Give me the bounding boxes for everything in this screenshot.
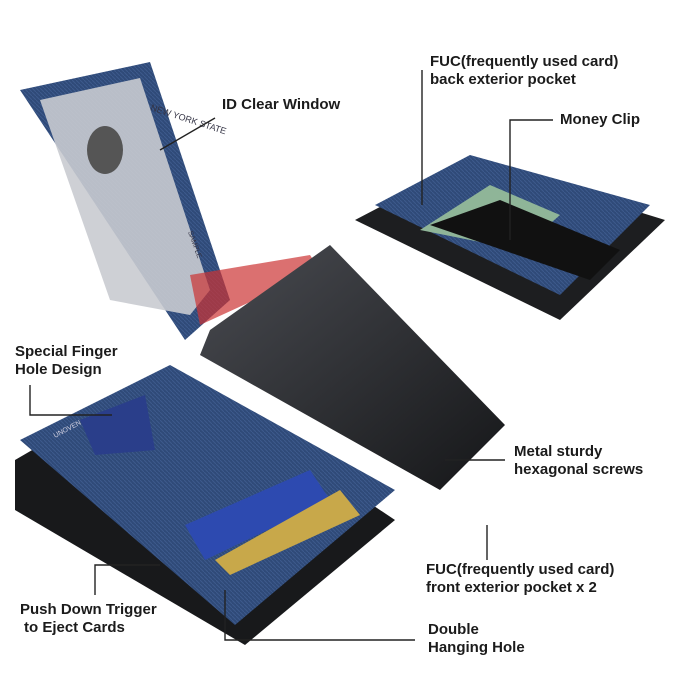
callout-lines <box>29 70 553 641</box>
front-wallet: UNOVEN <box>15 365 395 645</box>
label-text: ID Clear Window <box>222 96 341 113</box>
label-text: Push Down Trigger <box>20 601 157 618</box>
label-text: Special Finger <box>15 343 118 360</box>
label-hanging-hole: Double Hanging Hole <box>428 621 525 657</box>
label-screws: Metal sturdy hexagonal screws <box>514 443 643 479</box>
label-text: Money Clip <box>560 111 641 128</box>
label-text: Double <box>428 621 479 638</box>
label-text: to Eject Cards <box>24 619 125 636</box>
label-id-window: ID Clear Window <box>222 96 340 114</box>
label-finger-hole: Special Finger Hole Design <box>15 343 118 379</box>
label-text: FUC(frequently used card) <box>430 53 619 70</box>
label-text: front exterior pocket x 2 <box>426 579 597 596</box>
label-front-pocket: FUC(frequently used card) front exterior… <box>426 561 614 597</box>
back-wallet <box>355 155 665 320</box>
label-back-pocket: FUC(frequently used card) back exterior … <box>430 53 618 89</box>
metal-plate <box>200 245 505 490</box>
label-money-clip: Money Clip <box>560 111 640 129</box>
label-trigger: Push Down Trigger to Eject Cards <box>20 601 157 637</box>
label-text: Hanging Hole <box>428 639 525 656</box>
label-text: FUC(frequently used card) <box>426 561 615 578</box>
label-text: hexagonal screws <box>514 461 644 478</box>
label-text: Hole Design <box>15 361 102 378</box>
label-text: Metal sturdy <box>514 443 603 460</box>
label-text: back exterior pocket <box>430 71 576 88</box>
